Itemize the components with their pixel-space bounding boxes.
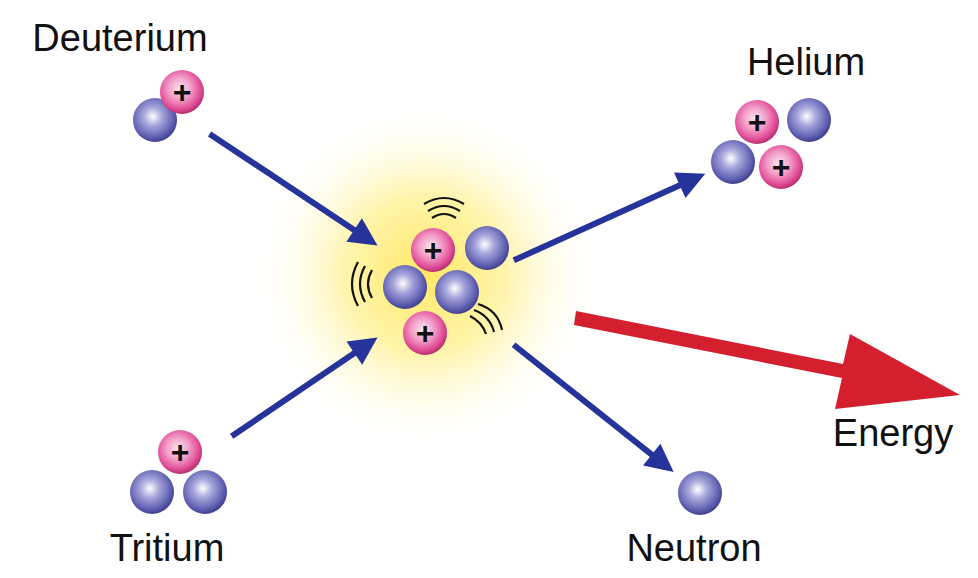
neutron xyxy=(130,470,174,514)
proton xyxy=(759,145,803,189)
charge-sign: + xyxy=(424,234,443,266)
particle-art xyxy=(380,224,512,358)
particle-name: Helium xyxy=(747,43,865,81)
proton xyxy=(403,311,447,355)
neutron xyxy=(183,470,227,514)
neutron xyxy=(678,471,722,515)
particle-art xyxy=(130,68,208,146)
charge-sign: + xyxy=(416,317,435,349)
proton xyxy=(411,228,455,272)
reaction-arrow xyxy=(210,134,366,238)
proton xyxy=(735,100,779,144)
particle-art xyxy=(708,96,834,192)
particle-name: Neutron xyxy=(626,529,761,567)
neutron xyxy=(787,98,831,142)
reaction-arrow xyxy=(514,345,663,464)
charge-sign: + xyxy=(748,106,767,138)
particle-cluster: Helium++ xyxy=(708,96,834,192)
proton xyxy=(160,70,204,114)
particle-name: Tritium xyxy=(110,529,225,567)
particle-cluster: ++ xyxy=(380,224,512,358)
fusion-glow xyxy=(250,100,600,450)
particle-art xyxy=(676,469,724,517)
reaction-arrow xyxy=(514,180,693,261)
neutron xyxy=(465,226,509,270)
neutron xyxy=(711,140,755,184)
energy-label: Energy xyxy=(833,414,953,452)
energy-arrow xyxy=(574,311,960,409)
particle-cluster: Neutron xyxy=(676,469,724,517)
charge-sign: + xyxy=(173,76,192,108)
charge-sign: + xyxy=(171,436,190,468)
particle-cluster: Deuterium+ xyxy=(130,68,208,146)
particle-name: Deuterium xyxy=(32,19,207,57)
proton xyxy=(158,430,202,474)
reaction-arrow xyxy=(232,345,366,436)
neutron xyxy=(383,265,427,309)
charge-sign: + xyxy=(772,151,791,183)
neutron xyxy=(435,270,479,314)
particle-cluster: +Tritium xyxy=(128,428,230,516)
